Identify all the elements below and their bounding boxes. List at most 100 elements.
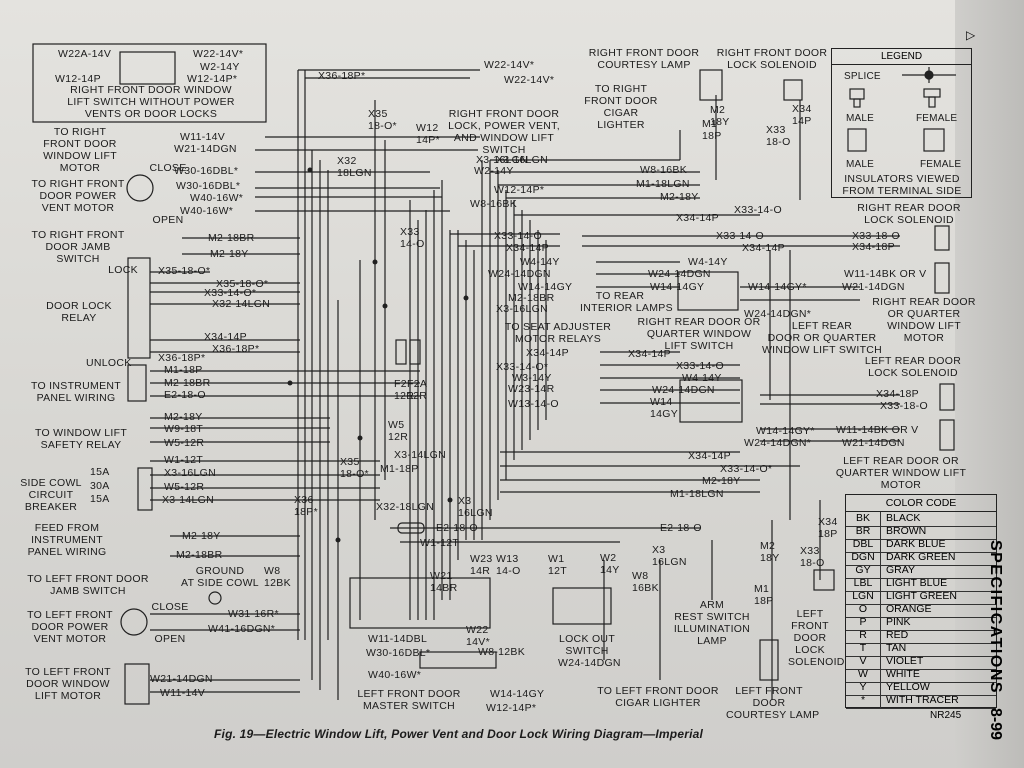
- color-code-abbrev: BK: [846, 512, 881, 526]
- color-code-abbrev: GY: [846, 564, 881, 578]
- color-code-abbrev: DBL: [846, 538, 881, 552]
- wire-label: X33 18-O: [766, 124, 791, 148]
- legend-symbols: [847, 67, 956, 152]
- wire-label: W8-16BK: [470, 198, 518, 210]
- wire-label: X33-14-O: [676, 360, 724, 372]
- wire-label: X36-18P*: [158, 352, 206, 364]
- wire-label: X33-14-O*: [496, 361, 549, 373]
- wire-label: W9-18T: [164, 423, 204, 435]
- wire-label: W11-14BK OR V: [836, 424, 919, 436]
- wire-label: E2-18-O: [660, 522, 702, 534]
- rear-interior-lamps-label: TO REAR INTERIOR LAMPS: [580, 290, 673, 314]
- color-code-abbrev: P: [846, 616, 881, 630]
- wire-label: M2-18Y: [164, 411, 203, 423]
- legend-male-2: MALE: [846, 159, 875, 170]
- legend-male: MALE: [846, 113, 875, 124]
- wire-label: W21 14BR: [430, 570, 458, 594]
- wire-label: W8-12BK: [478, 646, 526, 658]
- rf-switch-box: [32, 43, 267, 123]
- color-code-name: RED: [886, 629, 909, 641]
- lockout-switch-label: LOCK OUT SWITCH: [558, 633, 616, 657]
- wire-label: W21-14DGN: [842, 437, 905, 449]
- wire-label: X3-16LGN: [476, 154, 529, 166]
- breaker-body: [137, 467, 153, 511]
- legend-title: LEGEND: [832, 51, 971, 65]
- door-lock-relay-label: DOOR LOCK RELAY: [46, 300, 112, 324]
- color-code-abbrev: BR: [846, 525, 881, 539]
- lf-window-motor-connector: [124, 663, 150, 705]
- lock-label: LOCK: [108, 264, 138, 276]
- wire-label: X33 18-O: [800, 545, 825, 569]
- wire-label: W14-14GY: [518, 281, 573, 293]
- close-label-1: CLOSE: [149, 162, 187, 174]
- color-code-abbrev: O: [846, 603, 881, 617]
- side-section-label: SPECIFICATIONS: [987, 540, 1004, 695]
- wire-label: M2 18Y: [760, 540, 780, 564]
- lf-lock-solenoid-body: [813, 569, 835, 591]
- color-code-abbrev: T: [846, 642, 881, 656]
- lockout-switch-body: [552, 587, 612, 625]
- rf-courtesy-lamp-body: [699, 69, 723, 101]
- color-code-name: DARK BLUE: [886, 538, 946, 550]
- wire-label: W21-14DGN: [174, 143, 237, 155]
- wire-label: W1 12T: [548, 553, 567, 577]
- wire-label: X33-14-O: [734, 204, 782, 216]
- rf-window-motor-label: TO RIGHT FRONT DOOR WINDOW LIFT MOTOR: [43, 126, 117, 174]
- color-code-name: GRAY: [886, 564, 915, 576]
- lf-cigar-lighter-label: TO LEFT FRONT DOOR CIGAR LIGHTER: [597, 685, 719, 709]
- color-code-abbrev: DGN: [846, 551, 881, 565]
- wire-label: X34-14P: [526, 347, 569, 359]
- wire-label: W11-14BK OR V: [844, 268, 927, 280]
- wire-label: W14 14GY: [650, 396, 679, 420]
- wire-label: M2-18BR: [176, 549, 223, 561]
- wire-label: W24-14DGN: [652, 384, 715, 396]
- wire-label: X35 18-O*: [340, 456, 369, 480]
- wire-label: X36 18P*: [294, 494, 318, 518]
- wire-label: W40-16W*: [190, 192, 244, 204]
- color-code-row: BK BLACK: [846, 512, 996, 527]
- lr-switch-body: [679, 379, 743, 423]
- wire-label: E2-18-O: [436, 522, 478, 534]
- wire-label: F2A 12R: [407, 378, 428, 402]
- wire-label: W14-14GY*: [748, 281, 807, 293]
- color-code-title: COLOR CODE: [846, 495, 996, 512]
- wire-label: W8-16BK: [640, 164, 688, 176]
- wire-label: X33-14-O: [716, 230, 764, 242]
- wire-label: X32-18LGN: [376, 501, 435, 513]
- wire-label: W2 14Y: [600, 552, 620, 576]
- color-code-name: ORANGE: [886, 603, 932, 615]
- lf-master-connector: [419, 651, 497, 669]
- wire-label: W24-14DGN: [488, 268, 551, 280]
- lf-courtesy-lamp-body: [759, 639, 779, 681]
- wire-label: W4-14Y: [682, 372, 722, 384]
- wire-label: W5 12R: [388, 419, 409, 443]
- color-code-name: TAN: [886, 642, 907, 654]
- rf-lock-solenoid-body: [783, 79, 803, 101]
- color-code-row: T TAN: [846, 642, 996, 657]
- wire-label: F2 12R: [394, 378, 415, 402]
- wire-label: M2-18BR: [508, 292, 555, 304]
- wire-label: W21-14DGN: [842, 281, 905, 293]
- color-code-name: WITH TRACER: [886, 694, 959, 706]
- lf-vent-motor-body: [120, 608, 148, 636]
- wire-label: W5-12R: [164, 437, 205, 449]
- rr-lock-solenoid-label: RIGHT REAR DOOR LOCK SOLENOID: [857, 202, 961, 226]
- lf-master-switch-body: [349, 577, 491, 629]
- wire-label: W12-14P: [55, 73, 101, 85]
- lr-window-motor-body: [939, 419, 955, 451]
- wire-label: W22A-14V: [58, 48, 112, 60]
- wire-label: 15A: [90, 466, 110, 478]
- side-cowl-breaker-label: SIDE COWL CIRCUIT BREAKER: [20, 477, 82, 513]
- wire-label: M1-18LGN: [636, 178, 690, 190]
- open-label-1: OPEN: [152, 214, 184, 226]
- color-code-name: PINK: [886, 616, 911, 628]
- color-code-abbrev: LBL: [846, 577, 881, 591]
- color-code-name: BLACK: [886, 512, 921, 524]
- wire-label: X3-14LGN: [394, 449, 447, 461]
- wire-label: M2-18BR: [164, 377, 211, 389]
- wire-label: W8 12BK: [264, 565, 291, 589]
- lr-lock-solenoid-label: LEFT REAR DOOR LOCK SOLENOID: [864, 355, 962, 379]
